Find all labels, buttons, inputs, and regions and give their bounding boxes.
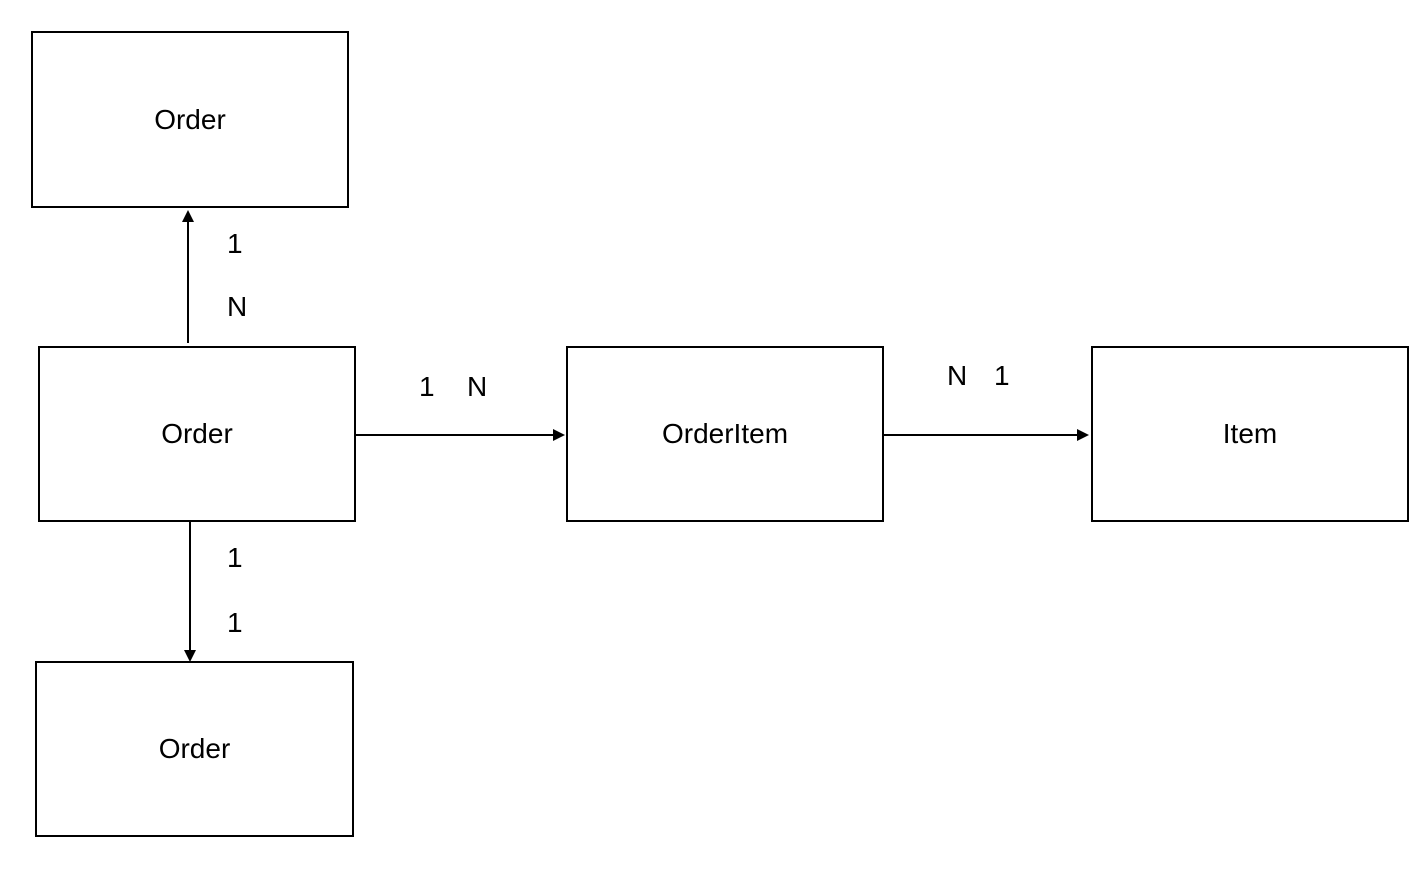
entity-item[interactable]: Item bbox=[1091, 346, 1409, 522]
entity-order-center-label: Order bbox=[161, 418, 233, 449]
entity-order-bottom[interactable]: Order bbox=[35, 661, 354, 837]
cardinality-orderitem-near-source: 1 bbox=[419, 371, 435, 402]
entity-orderitem[interactable]: OrderItem bbox=[566, 346, 884, 522]
cardinality-bottom-near-target: 1 bbox=[227, 607, 243, 638]
entity-order-top-label: Order bbox=[154, 103, 226, 135]
entity-order-bottom-label: Order bbox=[158, 733, 231, 764]
entity-order-top[interactable]: Order bbox=[31, 31, 349, 208]
entity-order-center[interactable]: Order bbox=[38, 346, 356, 522]
cardinality-orderitem-near-target: N bbox=[467, 371, 488, 402]
entity-item-label: Item bbox=[1222, 418, 1278, 449]
cardinality-item-near-target: 1 bbox=[994, 360, 1010, 391]
cardinality-top-near-target: 1 bbox=[227, 228, 243, 259]
cardinality-item-near-source: N bbox=[947, 360, 968, 391]
cardinality-bottom-near-source: 1 bbox=[227, 542, 243, 573]
cardinality-top-near-source: N bbox=[227, 291, 248, 322]
entity-orderitem-label: OrderItem bbox=[661, 418, 789, 449]
